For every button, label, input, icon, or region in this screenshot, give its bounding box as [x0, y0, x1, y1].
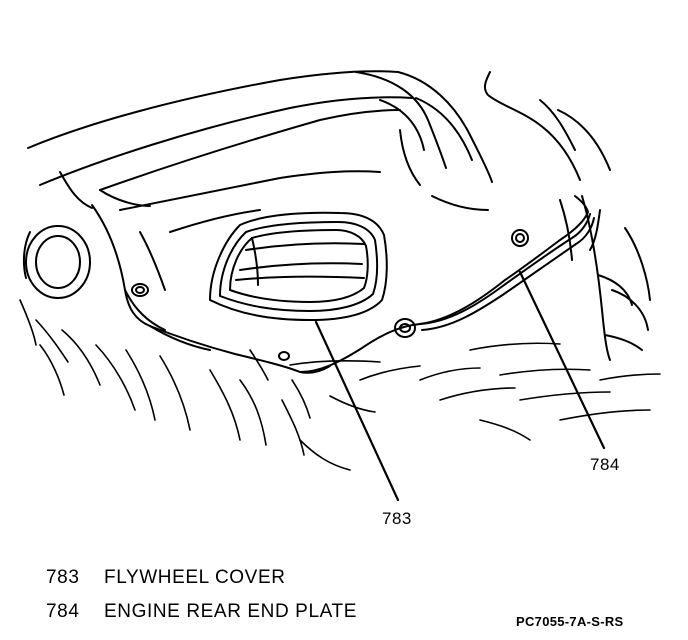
leader-lines: [314, 270, 606, 502]
lower-housing-contours: [19, 299, 661, 471]
legend-description: ENGINE REAR END PLATE: [104, 601, 357, 622]
engine-block-contours: [27, 70, 493, 233]
engine-rear-end-plate: [91, 195, 601, 374]
callout-label-783: 783: [382, 509, 412, 528]
legend-number: 783: [46, 567, 80, 588]
leader-line-783: [314, 320, 400, 502]
legend-row-783: 783 FLYWHEEL COVER: [46, 568, 286, 587]
left-round-boss: [22, 225, 91, 299]
legend-row-784: 784 ENGINE REAR END PLATE: [46, 602, 357, 621]
flywheel-cover: [209, 211, 388, 321]
legend-number: 784: [46, 601, 80, 622]
plate-bolt-holes: [131, 229, 529, 361]
right-housing: [483, 71, 651, 361]
callout-label-784: 784: [590, 455, 620, 474]
figure-code: PC7055-7A-S-RS: [516, 614, 624, 629]
leader-line-784: [518, 270, 606, 450]
legend-description: FLYWHEEL COVER: [104, 567, 286, 588]
